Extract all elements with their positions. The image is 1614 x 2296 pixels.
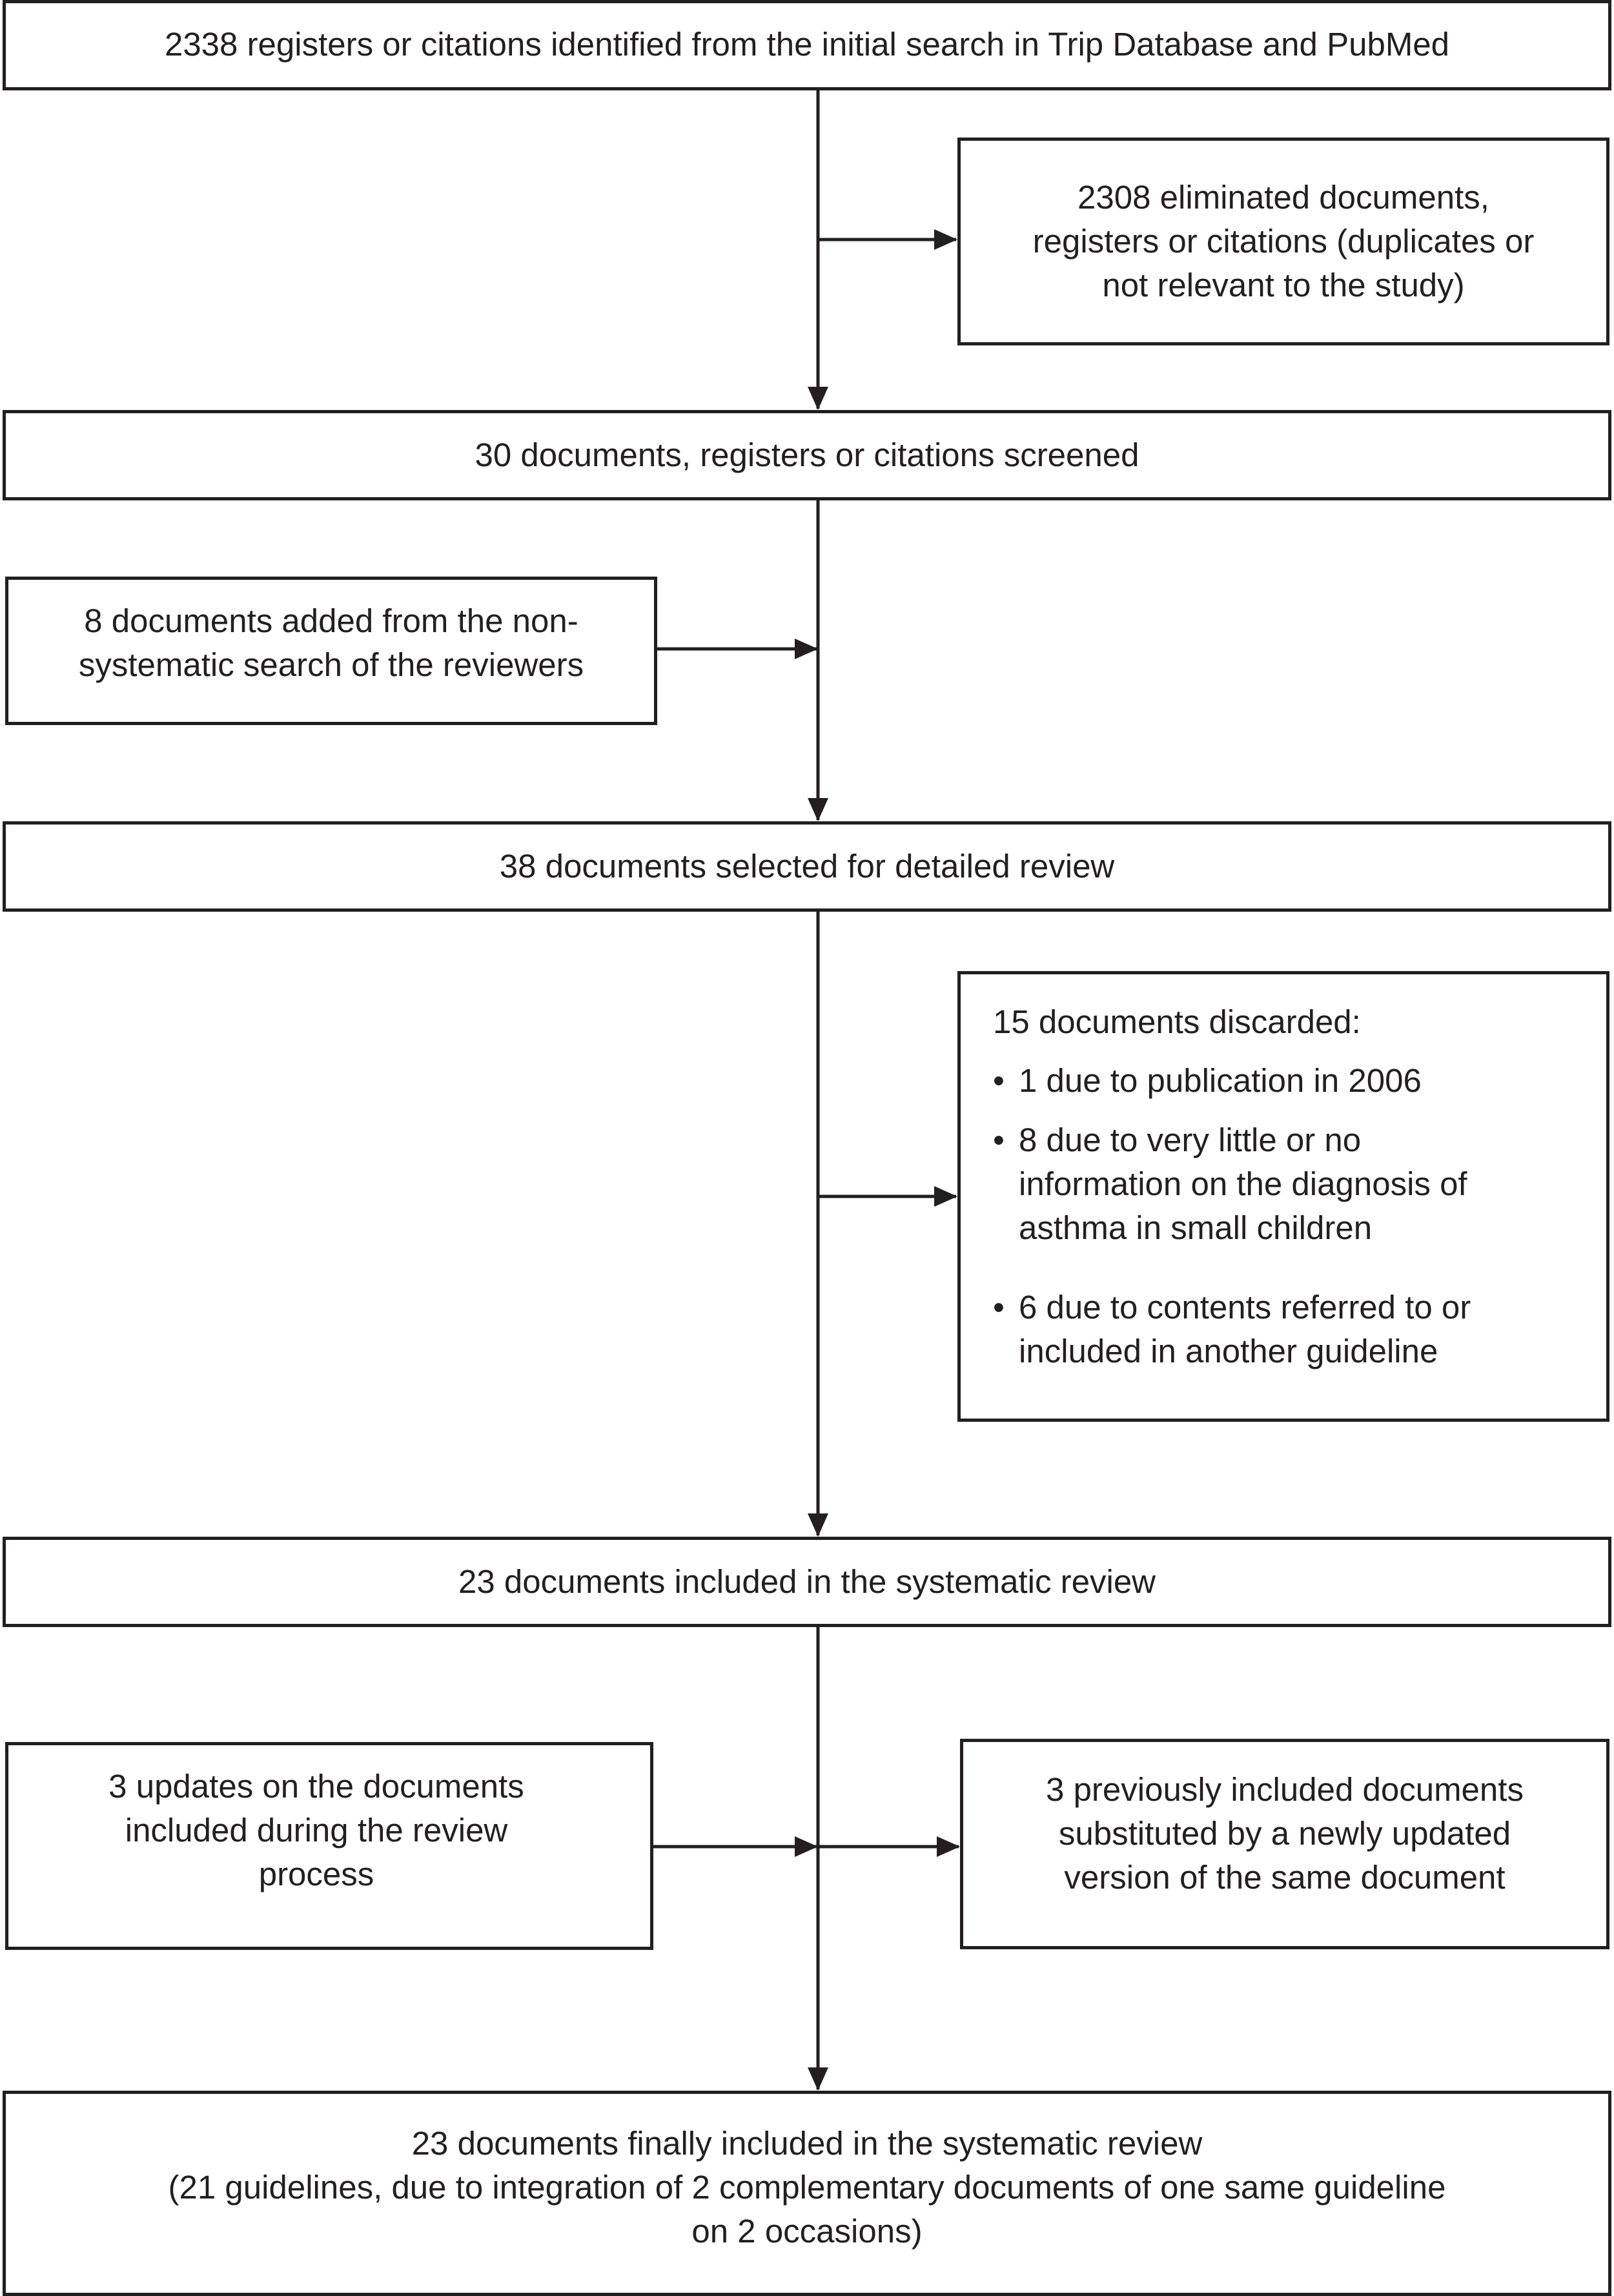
box-text-line: 1 due to publication in 2006	[1019, 1062, 1422, 1099]
box-text-line: 38 documents selected for detailed revie…	[499, 848, 1115, 885]
box-text-line: 8 due to very little or no	[1019, 1122, 1362, 1158]
box-text-line: systematic search of the reviewers	[78, 646, 584, 683]
box-text-line: registers or citations (duplicates or	[1032, 223, 1535, 260]
included-documents-box: 23 documents included in the systematic …	[3, 1537, 1611, 1627]
added-documents-box: 8 documents added from the non- systemat…	[5, 577, 657, 725]
substituted-documents-box: 3 previously included documents substitu…	[960, 1739, 1609, 1949]
box-text-line: 3 updates on the documents	[108, 1768, 524, 1805]
selected-documents-box: 38 documents selected for detailed revie…	[3, 821, 1611, 912]
box-text-line: process	[258, 1856, 374, 1892]
discarded-reason-item: 6 due to contents referred to or include…	[993, 1286, 1587, 1373]
discarded-reason-item: 1 due to publication in 2006	[993, 1059, 1587, 1103]
final-included-documents-box: 23 documents finally included in the sys…	[3, 2091, 1611, 2296]
document-updates-box: 3 updates on the documents included duri…	[5, 1742, 653, 1950]
box-text-line: not relevant to the study)	[1102, 267, 1465, 303]
box-text-line: 6 due to contents referred to or	[1019, 1289, 1471, 1326]
box-text-line: included during the review	[125, 1812, 508, 1849]
eliminated-records-box: 2308 eliminated documents, registers or …	[957, 138, 1609, 345]
box-text-line: 30 documents, registers or citations scr…	[475, 436, 1139, 473]
discarded-reason-item: 8 due to very little or no information o…	[993, 1118, 1587, 1250]
box-text-line: included in another guideline	[1019, 1333, 1438, 1369]
box-text-line: (21 guidelines, due to integration of 2 …	[168, 2169, 1446, 2206]
box-text-line: 23 documents included in the systematic …	[458, 1563, 1156, 1600]
box-text-line: 8 documents added from the non-	[84, 602, 578, 639]
discarded-documents-box: 15 documents discarded: 1 due to publica…	[957, 971, 1609, 1422]
box-text-line: 2338 registers or citations identified f…	[164, 26, 1450, 63]
box-text-line: version of the same document	[1064, 1859, 1506, 1896]
screened-records-box: 30 documents, registers or citations scr…	[3, 410, 1611, 500]
discarded-reasons-list: 1 due to publication in 2006 8 due to ve…	[993, 1059, 1587, 1373]
box-text-line: 2308 eliminated documents,	[1078, 179, 1489, 216]
box-text-line: asthma in small children	[1019, 1209, 1373, 1246]
box-text-line: substituted by a newly updated	[1058, 1815, 1511, 1852]
box-text-line: information on the diagnosis of	[1019, 1165, 1467, 1202]
identified-records-box: 2338 registers or citations identified f…	[3, 0, 1611, 90]
box-text-line: 23 documents finally included in the sys…	[411, 2125, 1203, 2162]
discarded-heading: 15 documents discarded:	[993, 1003, 1361, 1040]
box-text-line: on 2 occasions)	[691, 2213, 923, 2250]
box-text-line: 3 previously included documents	[1046, 1771, 1524, 1808]
